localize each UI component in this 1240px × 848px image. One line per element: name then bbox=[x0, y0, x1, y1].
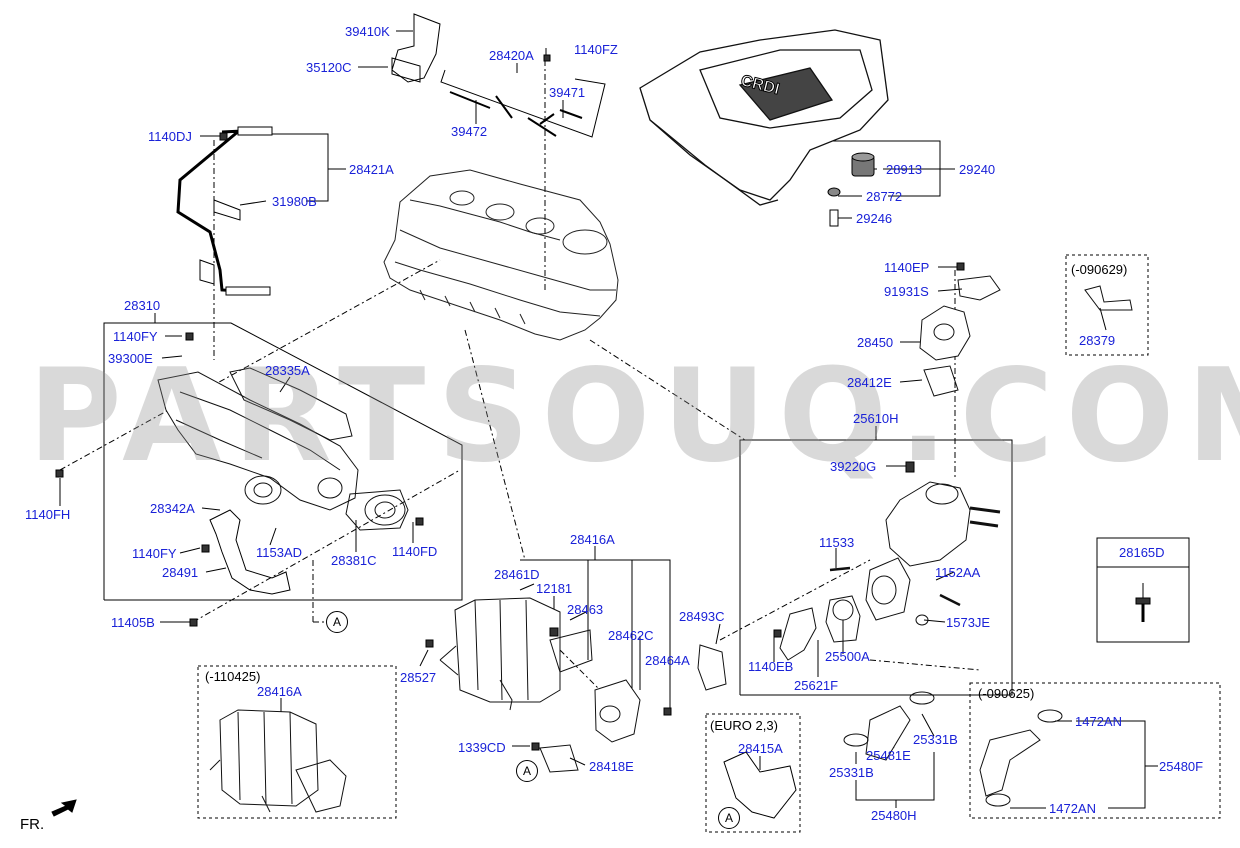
water-hoses bbox=[843, 691, 1063, 807]
part-label[interactable]: 25621F bbox=[794, 678, 839, 693]
part-label[interactable]: 39410K bbox=[345, 24, 390, 39]
part-label[interactable]: 31980B bbox=[272, 194, 317, 209]
box-euro23 bbox=[705, 713, 801, 833]
part-label[interactable]: 39471 bbox=[549, 85, 586, 100]
part-label[interactable]: 39472 bbox=[451, 124, 488, 139]
ref-marker-a: A bbox=[718, 807, 740, 829]
part-label[interactable]: 1472AN bbox=[1075, 714, 1122, 729]
box-090625 bbox=[969, 682, 1221, 819]
part-label[interactable]: 28420A bbox=[489, 48, 534, 63]
part-label[interactable]: 28421A bbox=[349, 162, 394, 177]
group-box-28310 bbox=[103, 322, 463, 601]
part-label[interactable]: 1339CD bbox=[458, 740, 506, 755]
egr-valve-28450 bbox=[919, 275, 1133, 397]
part-label[interactable]: 1152AA bbox=[935, 565, 981, 580]
part-label[interactable]: 28412E bbox=[847, 375, 892, 390]
part-label[interactable]: 28379 bbox=[1079, 333, 1116, 348]
engine-cylinder-head bbox=[383, 169, 619, 341]
part-label[interactable]: 1140FD bbox=[392, 544, 438, 559]
group-box-25610H bbox=[739, 439, 1013, 696]
part-label[interactable]: 28418E bbox=[589, 759, 634, 774]
group-box-28420A bbox=[440, 69, 606, 138]
variant-note: (-090629) bbox=[1071, 262, 1128, 277]
part-label[interactable]: 28913 bbox=[886, 162, 923, 177]
variant-note: (-090625) bbox=[978, 686, 1035, 701]
part-label[interactable]: 25610H bbox=[853, 411, 899, 426]
part-label[interactable]: 1140FY bbox=[113, 329, 158, 344]
part-label[interactable]: 28416A bbox=[257, 684, 302, 699]
part-label[interactable]: 11533 bbox=[819, 535, 855, 550]
part-label[interactable]: 28335A bbox=[265, 363, 310, 378]
front-direction-label: FR. bbox=[20, 816, 45, 833]
part-label[interactable]: 91931S bbox=[884, 284, 929, 299]
part-label[interactable]: 28772 bbox=[866, 189, 903, 204]
part-label[interactable]: 11405B bbox=[111, 615, 155, 630]
part-label[interactable]: 1140FZ bbox=[574, 42, 618, 57]
part-label[interactable]: 25481E bbox=[866, 748, 911, 763]
variant-note: (EURO 2,3) bbox=[710, 718, 778, 733]
engine-cover bbox=[639, 29, 889, 206]
part-label[interactable]: 1140EB bbox=[748, 659, 794, 674]
part-label[interactable]: 1140DJ bbox=[148, 129, 192, 144]
part-label[interactable]: 1140EP bbox=[884, 260, 930, 275]
ref-marker-a: A bbox=[516, 760, 538, 782]
part-label[interactable]: 28461D bbox=[494, 567, 540, 582]
part-label[interactable]: 28527 bbox=[400, 670, 437, 685]
part-label[interactable]: 1573JE bbox=[946, 615, 991, 630]
box-28165D bbox=[1096, 537, 1190, 643]
part-label[interactable]: 29246 bbox=[856, 211, 893, 226]
part-label[interactable]: 28491 bbox=[162, 565, 199, 580]
fr-arrow-icon bbox=[51, 799, 77, 817]
part-label[interactable]: 28310 bbox=[124, 298, 161, 313]
part-label[interactable]: 28416A bbox=[570, 532, 615, 547]
ref-marker-a: A bbox=[326, 611, 348, 633]
part-label[interactable]: 28450 bbox=[857, 335, 894, 350]
part-label[interactable]: 39220G bbox=[830, 459, 877, 474]
part-label[interactable]: 35120C bbox=[306, 60, 352, 75]
part-label[interactable]: 28462C bbox=[608, 628, 654, 643]
part-label[interactable]: 1153AD bbox=[256, 545, 303, 560]
egr-cooler-110425 bbox=[209, 709, 347, 813]
part-label[interactable]: 39300E bbox=[108, 351, 153, 366]
part-label[interactable]: 29240 bbox=[959, 162, 996, 177]
part-label[interactable]: 25480H bbox=[871, 808, 917, 823]
part-label[interactable]: 28464A bbox=[645, 653, 690, 668]
box-110425 bbox=[197, 665, 397, 819]
variant-note: (-110425) bbox=[205, 669, 261, 684]
part-label[interactable]: 1140FY bbox=[132, 546, 177, 561]
part-label[interactable]: 25480F bbox=[1159, 759, 1204, 774]
part-label[interactable]: 28493C bbox=[679, 609, 725, 624]
egr-cooler bbox=[439, 597, 727, 773]
part-label[interactable]: 28342A bbox=[150, 501, 195, 516]
grommet-28913 bbox=[827, 152, 875, 227]
intake-manifold bbox=[157, 367, 409, 531]
part-label[interactable]: 25500A bbox=[825, 649, 870, 664]
part-label[interactable]: 12181 bbox=[536, 581, 573, 596]
bolt-28165D bbox=[1135, 597, 1151, 622]
part-label[interactable]: 28415A bbox=[738, 741, 783, 756]
part-label[interactable]: 1140FH bbox=[25, 507, 71, 522]
part-label[interactable]: 28165D bbox=[1119, 545, 1165, 560]
part-label[interactable]: 25331B bbox=[913, 732, 958, 747]
part-label[interactable]: 1472AN bbox=[1049, 801, 1096, 816]
part-label[interactable]: 25331B bbox=[829, 765, 874, 780]
part-label[interactable]: 28463 bbox=[567, 602, 604, 617]
part-label[interactable]: 28381C bbox=[331, 553, 377, 568]
bracket-28415A bbox=[723, 751, 797, 819]
thermostat-housing bbox=[779, 481, 1001, 661]
box-090629 bbox=[1065, 254, 1149, 356]
